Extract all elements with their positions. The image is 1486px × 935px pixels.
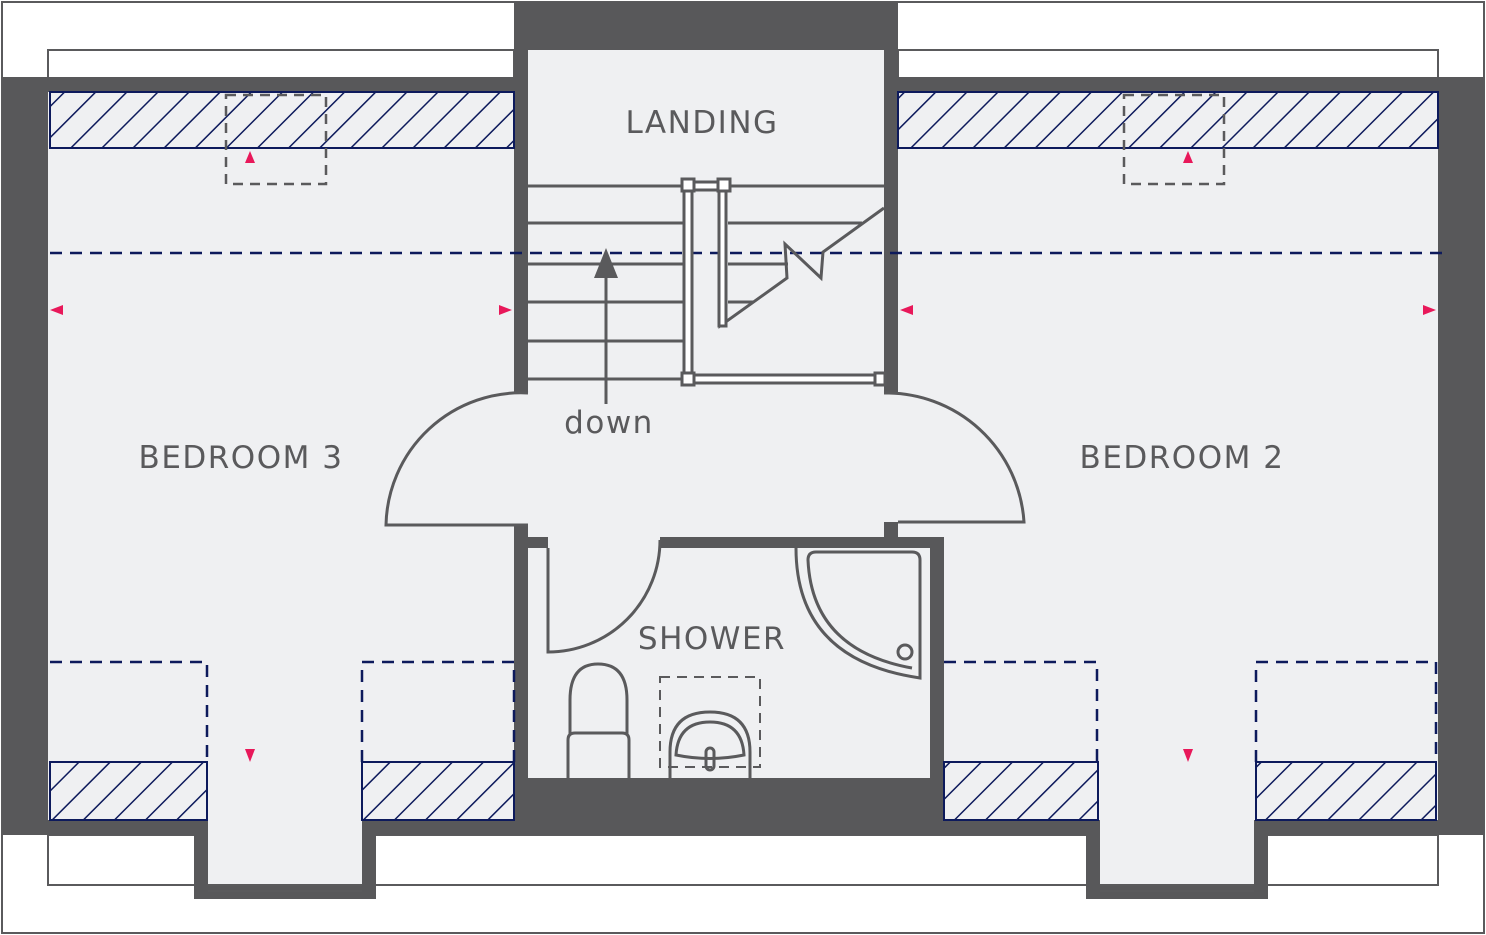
sanitaryware: [566, 547, 922, 778]
staircase: [528, 177, 887, 387]
rooflights: [224, 93, 1226, 186]
stairs-direction-arrow-icon: [594, 248, 618, 404]
ceiling-height-lines: [50, 251, 1450, 762]
hall-floor: [514, 392, 898, 525]
dormer-windows: [208, 884, 1254, 892]
toilet: [566, 662, 631, 778]
restricted-height-zones: [49, 91, 1439, 821]
stairs-label: down: [564, 405, 654, 441]
dormer-3-floor: [208, 815, 362, 885]
shower-floor: [528, 548, 930, 778]
bedroom-2-floor: [898, 92, 1438, 820]
bedroom-3-floor: [48, 92, 514, 820]
room-label-bedroom-3: BEDROOM 3: [139, 440, 344, 476]
dormer-2-floor: [1100, 815, 1254, 885]
shower-tray: [794, 547, 922, 680]
shower-walls: [514, 522, 944, 828]
section-markers: [50, 151, 1436, 762]
doors: [384, 391, 1026, 654]
door-bedroom-3: [384, 391, 529, 527]
door-bedroom-2: [883, 391, 1026, 524]
room-label-shower: SHOWER: [638, 621, 786, 657]
room-label-bedroom-2: BEDROOM 2: [1080, 440, 1285, 476]
room-label-landing: LANDING: [625, 105, 778, 141]
door-shower: [546, 539, 662, 654]
